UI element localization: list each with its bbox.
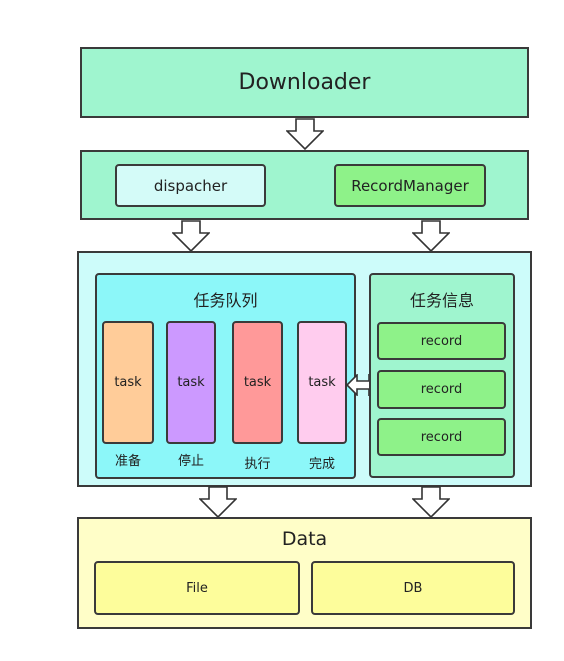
- data-title: Data: [281, 528, 328, 550]
- task-label-prepare: 准备: [114, 454, 141, 469]
- dispatcher-label: dispacher: [153, 176, 228, 195]
- task-label-complete: 完成: [308, 457, 335, 472]
- task-text: task: [114, 375, 142, 390]
- task-card-stop: task: [166, 321, 216, 444]
- task-text: task: [243, 375, 272, 390]
- task-label-execute: 执行: [244, 457, 271, 472]
- downloader-box: Downloader: [80, 47, 529, 118]
- record-label: record: [420, 382, 463, 397]
- file-box: File: [94, 561, 300, 615]
- task-card-execute: task: [232, 321, 283, 444]
- task-card-complete: task: [297, 321, 347, 444]
- db-box: DB: [311, 561, 515, 615]
- arrow-down-icon: [172, 220, 210, 253]
- arrow-down-icon: [199, 486, 237, 519]
- arrow-down-icon: [286, 118, 324, 151]
- task-info-title: 任务信息: [409, 291, 474, 310]
- arrow-down-icon: [412, 220, 450, 253]
- task-card-prepare: task: [102, 321, 154, 444]
- task-label-stop: 停止: [177, 454, 204, 469]
- record-label: record: [420, 429, 463, 445]
- downloader-label: Downloader: [238, 70, 371, 95]
- record-label: record: [420, 333, 463, 349]
- task-queue-title: 任务队列: [193, 291, 258, 310]
- record-manager-label: RecordManager: [351, 176, 469, 195]
- record-box: record: [377, 370, 506, 409]
- db-label: DB: [403, 580, 423, 596]
- arrow-down-icon: [412, 486, 450, 519]
- record-manager-box: RecordManager: [334, 164, 486, 207]
- record-box: record: [377, 322, 506, 360]
- dispatcher-box: dispacher: [115, 164, 266, 207]
- file-label: File: [186, 580, 208, 596]
- task-text: task: [308, 375, 336, 390]
- record-box: record: [377, 418, 506, 456]
- task-text: task: [177, 375, 205, 390]
